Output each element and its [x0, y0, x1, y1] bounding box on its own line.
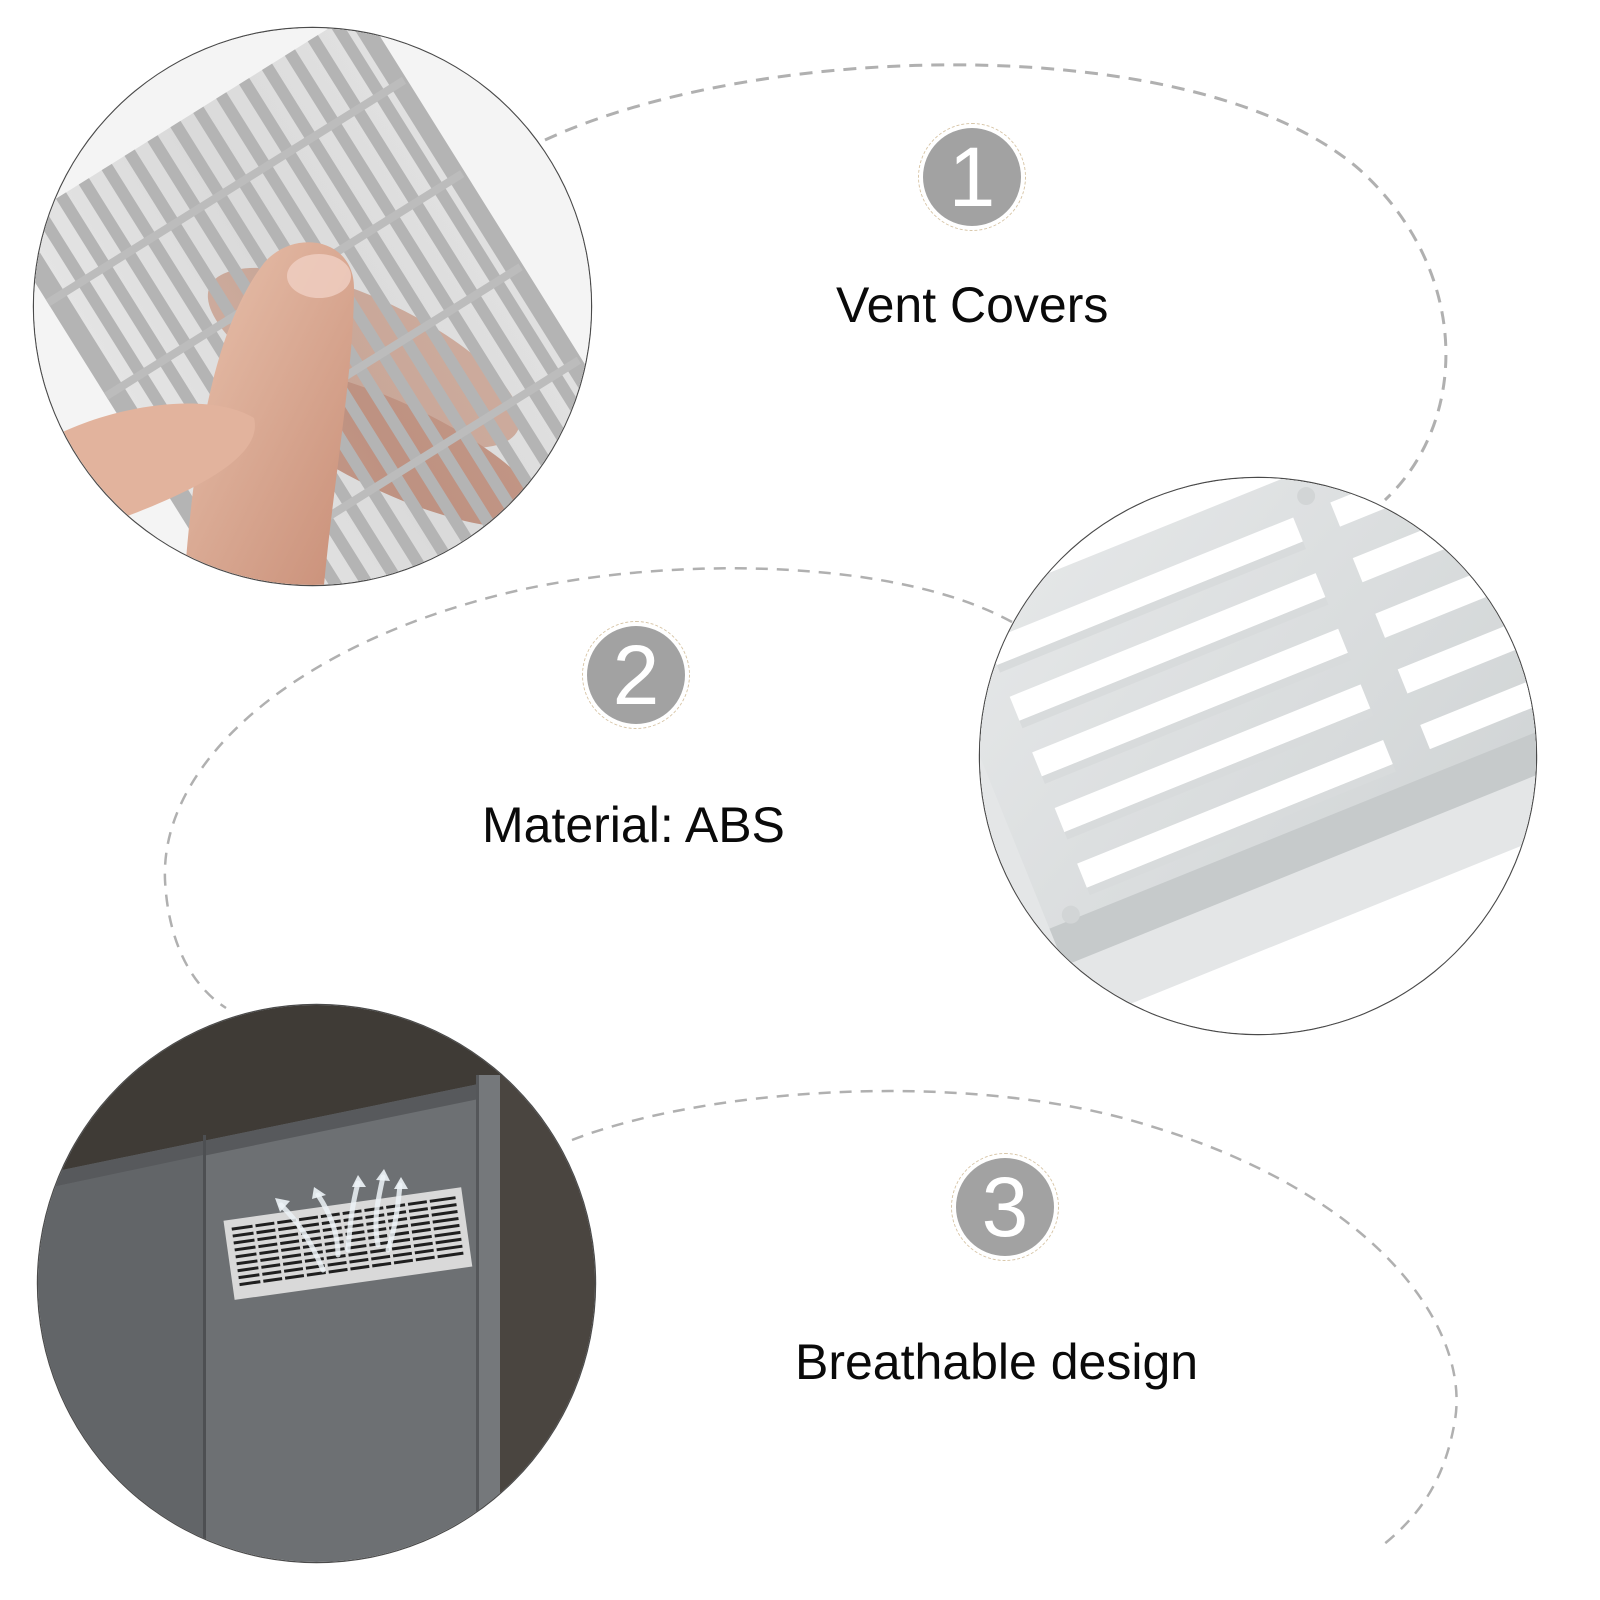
feature-2-number-badge: 2	[582, 621, 690, 729]
badge-dashed-ring	[918, 123, 1026, 231]
feature-3-label: Breathable design	[795, 1334, 1199, 1390]
badge-number: 2	[612, 628, 660, 722]
feature-1-label: Vent Covers	[836, 277, 1109, 333]
badge-fill	[956, 1158, 1054, 1256]
badge-number: 1	[948, 130, 996, 224]
cabinet-vent-illustration	[38, 1005, 595, 1562]
vent-corner-illustration	[980, 478, 1536, 1034]
photo-hand-holding-grille	[34, 28, 591, 585]
connector-curve-1	[544, 63, 1448, 502]
connector-curve-2	[163, 567, 1013, 1010]
photo-vent-installed-cabinet	[38, 1005, 595, 1562]
airflow-arrows-icon	[278, 1174, 403, 1273]
connector-curve-3	[571, 1089, 1458, 1546]
badge-number: 3	[981, 1160, 1029, 1254]
badge-dashed-ring	[951, 1153, 1059, 1261]
badge-fill	[587, 626, 685, 724]
feature-1-number-badge: 1	[918, 123, 1026, 231]
badge-fill	[923, 128, 1021, 226]
grille-in-hand-illustration	[34, 28, 591, 585]
photo-vent-corner-closeup	[980, 478, 1536, 1034]
feature-3-number-badge: 3	[951, 1153, 1059, 1261]
feature-2-label: Material: ABS	[482, 797, 785, 853]
badge-dashed-ring	[582, 621, 690, 729]
